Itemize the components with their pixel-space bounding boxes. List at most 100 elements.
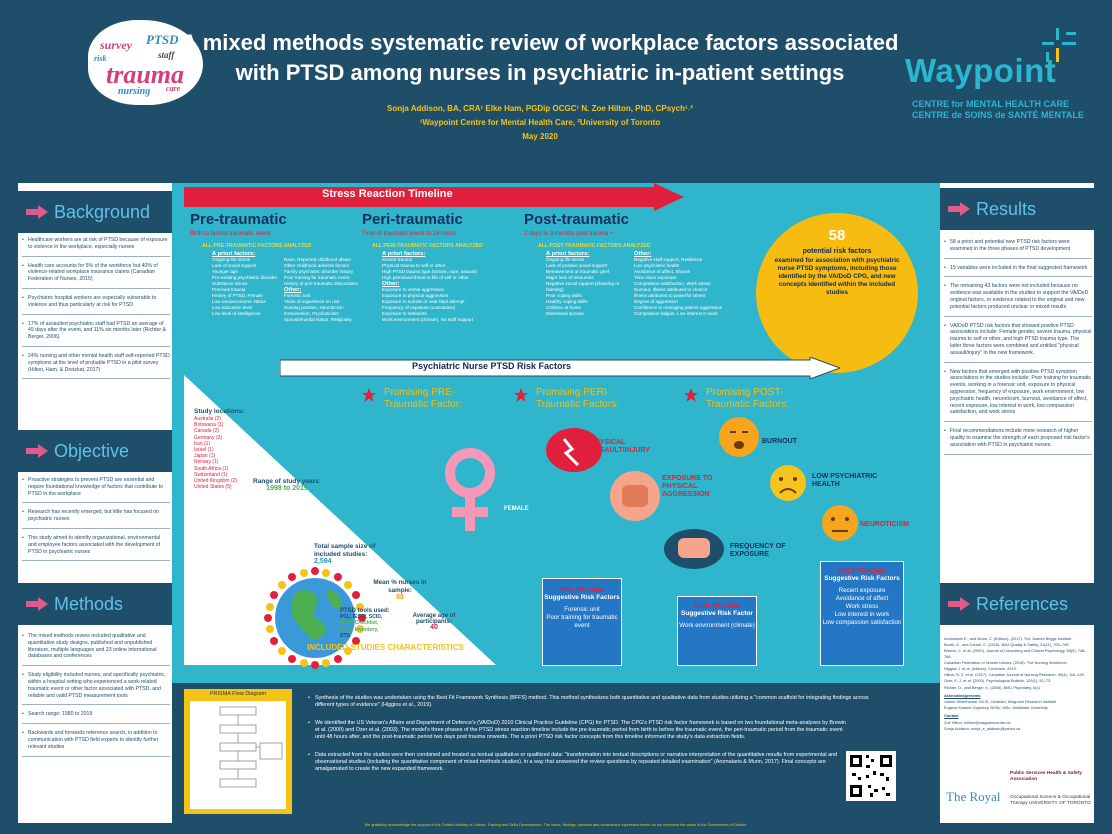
prisma-flow-chart <box>190 701 286 809</box>
study-age: Average age of participants: 40 <box>412 613 456 632</box>
list-item: Aromataris E., and Munn, Z. (Editors). (… <box>944 636 1073 641</box>
list-item: Canadian Federation of Nurses Unions. (2… <box>944 659 1068 665</box>
list-item: Data extracted from the studies were the… <box>308 752 838 773</box>
arrow-right-icon <box>948 597 970 611</box>
arrow-right-icon <box>948 202 970 216</box>
fist-icon <box>610 471 660 521</box>
phase-pre-label: Pre-traumatic <box>190 211 287 228</box>
physical-assault-icon <box>546 428 602 472</box>
study-tools: PTSD tools used: PCL, IES-R, SCID, PTSD … <box>340 608 390 639</box>
title-line-1: A mixed methods systematic review of wor… <box>181 30 899 55</box>
header: trauma PTSD survey nursing staff risk ca… <box>0 0 1112 175</box>
list-item: Search range: 1980 to 2019 <box>22 711 170 725</box>
star-icon <box>684 388 698 402</box>
list-item: 15 variables were included in the final … <box>944 265 1092 278</box>
phase-pre-sub: Birth to before traumatic event <box>190 231 271 237</box>
sad-face-icon <box>770 465 806 501</box>
list-item: Study eligibility included nurses, and s… <box>22 672 170 706</box>
list-item: 24% nursing and other mental health staf… <box>22 353 170 380</box>
star-icon <box>514 388 528 402</box>
list-item: Jolene Whitehouse, MLIS, Librarian, Wayp… <box>944 699 1057 705</box>
list-item: 17% of assaulted psychiatric staff had P… <box>22 321 170 347</box>
phase-peri-label: Peri-traumatic <box>362 211 463 228</box>
prisma-title: PRISMA Flow Diagram <box>209 691 267 697</box>
list-item: Higgins J. et al. (editors). Cochrane, 2… <box>944 666 1017 672</box>
study-sample: Total sample size of included studies: 2… <box>314 543 376 565</box>
methods-list: The mixed methods review included qualit… <box>22 633 170 763</box>
post-trauma-box: POST-TRAUMA Suggestive Risk Factors Rece… <box>820 561 904 666</box>
neuroticism-label: NEUROTICISM <box>860 521 909 528</box>
list-item: Booth, A., and Carroll, C. (2015). BMJ Q… <box>944 642 1070 648</box>
timeline-title: Stress Reaction Timeline <box>322 188 453 200</box>
background-heading: Background <box>18 191 172 233</box>
affiliations: ¹Waypoint Centre for Mental Health Care,… <box>419 118 661 127</box>
post-other-list: Other: Negative staff support, Resilienc… <box>634 251 723 316</box>
waypoint-logo-word: Waypoint <box>905 52 1057 89</box>
objective-heading: Objective <box>18 430 172 472</box>
waypoint-logo-tagline: CENTRE for MENTAL HEALTH CARE CENTRE de … <box>912 99 1102 121</box>
arrow-right-icon <box>26 444 48 458</box>
objective-list: Proactive strategies to prevent PTSD are… <box>22 477 170 567</box>
risk-factor-line2: examined for association with psychiatri… <box>774 257 900 296</box>
studies-footer: INCLUDED STUDIES CHARACTERISTICS <box>307 643 464 652</box>
repeat-fist-icon <box>664 529 724 569</box>
list-item: Health care accounts for 5% of the workf… <box>22 263 170 289</box>
uoft-logo: Occupational Science & Occupational Ther… <box>1010 795 1091 806</box>
partner-logos: The Royal Public Services Health & Safet… <box>940 769 1094 823</box>
results-heading: Results <box>940 188 1094 230</box>
pshsa-logo: Public Services Health & Safety Associat… <box>1010 771 1082 782</box>
methods-synthesis-band: PRISMA Flow Diagram Synthesis of the stu… <box>172 683 940 823</box>
study-locations: Study locations: Australia (2)Botswana (… <box>194 408 245 491</box>
references-heading: References <box>940 583 1094 625</box>
results-list: 58 a priori and potential new PTSD risk … <box>944 239 1092 461</box>
list-item: New factors that emerged with positive P… <box>944 369 1092 423</box>
risk-factor-count-circle: 58 potential risk factors examined for a… <box>756 213 918 373</box>
acknowledgement-footer: We gratefully acknowledge the support of… <box>364 823 748 827</box>
phase-post-label: Post-traumatic <box>524 211 630 228</box>
logo-tagline-en: CENTRE for MENTAL HEALTH CARE <box>912 99 1069 109</box>
burnout-label: BURNOUT <box>762 438 797 445</box>
globe-icon <box>264 567 366 669</box>
list-item: Contact <box>944 713 959 719</box>
study-mean-nurses: Mean % nurses in sample: 88 <box>373 579 427 601</box>
poster-title: A mixed methods systematic review of wor… <box>170 28 910 88</box>
word-cloud-logo: trauma PTSD survey nursing staff risk ca… <box>88 20 203 105</box>
study-range: Range of study years: 1998 to 2019 <box>253 478 321 492</box>
arrow-right-icon <box>26 597 48 611</box>
peri-box-head: ALL PERI-TRAUMATIC FACTORS ANALYZED <box>372 243 483 249</box>
promising-pre-label: Promising PRE-Traumatic Factor: <box>384 387 462 410</box>
background-list: Healthcare workers are at risk of PTSD b… <box>22 237 170 385</box>
list-item: Eugene Kwame Opportey, BHSc, MSc, McMast… <box>944 705 1048 711</box>
list-item: We identified the US Veteran's Affairs a… <box>308 720 848 741</box>
list-item: Brewin, C. et al. (2000). Journal of Con… <box>944 648 1087 659</box>
timeline-arrow-icon <box>184 183 684 211</box>
qr-code-icon[interactable] <box>846 751 896 801</box>
left-column: Background Healthcare workers are at ris… <box>18 183 172 823</box>
logo-tagline-fr: CENTRE de SOINS de SANTÉ MENTALE <box>912 110 1084 120</box>
list-item[interactable]: Zoe Hilton: zhilton@waypointcentre.ca <box>944 719 1011 725</box>
peri-trauma-box: PERI-TRAUMA Suggestive Risk Factor Work … <box>677 596 757 666</box>
phase-peri-sub: Time of traumatic event to 24 hours <box>362 231 457 237</box>
female-label: FEMALE <box>504 506 529 512</box>
title-line-2: with PTSD among nurses in psychiatric in… <box>235 60 845 85</box>
pre-trauma-box: PRE-TRAUMA Suggestive Risk Factors Foren… <box>542 578 622 666</box>
promising-peri-label: Promising PERI-Traumatic Factors: <box>536 387 619 410</box>
list-item[interactable]: Sonja Addison: sonja_e_addison@yahoo.ca <box>944 725 1021 731</box>
framework-title: Psychiatric Nurse PTSD Risk Factors <box>412 361 572 371</box>
post-box-head: ALL POST-TRAUMATIC FACTORS ANALYZED <box>538 243 651 249</box>
list-item: Psychiatric hospital workers are especia… <box>22 295 170 315</box>
pre-box-head: ALL PRE-TRAUMATIC FACTORS ANALYZED <box>202 243 312 249</box>
waypoint-mark-icon <box>1042 28 1078 64</box>
list-item: Synthesis of the studies was undertaken … <box>308 695 888 709</box>
list-item: The remaining 43 factors were not includ… <box>944 283 1092 317</box>
list-item: Ozer, E. J. et al. (2003). Psychological… <box>944 678 1052 684</box>
list-item: 58 a priori and potential new PTSD risk … <box>944 239 1092 259</box>
risk-factor-count: 58 <box>828 227 846 244</box>
